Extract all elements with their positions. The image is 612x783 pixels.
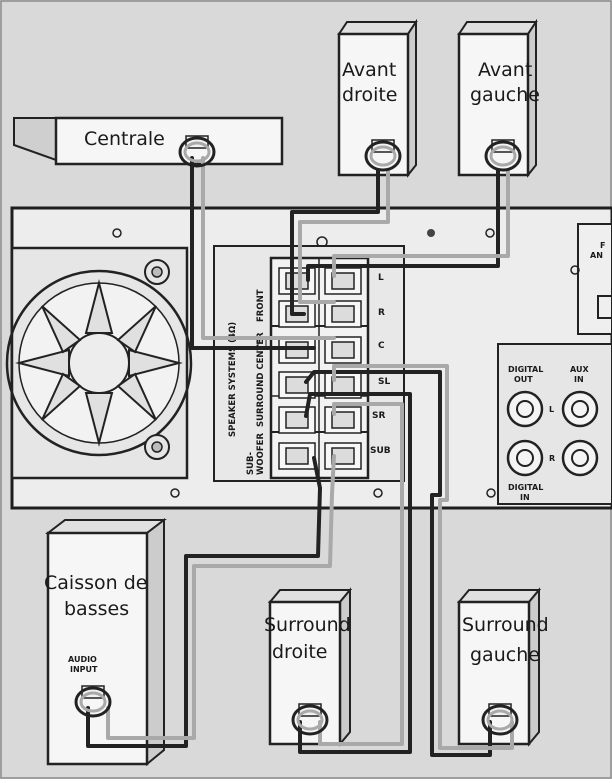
audio-input-label-1: AUDIO	[68, 655, 97, 664]
cable-front-left-dark	[306, 168, 500, 282]
digital-out-label-2: OUT	[514, 375, 533, 384]
front-right-label-2: droite	[342, 84, 398, 106]
terminal-clip	[278, 406, 316, 434]
surround-left-label-2: gauche	[470, 644, 540, 666]
digital-in-label-2: IN	[520, 493, 530, 502]
terminal-clip	[324, 300, 362, 328]
cable-subwoofer-dark	[86, 456, 322, 748]
cable-plug	[291, 703, 329, 736]
cable-center-light	[201, 156, 336, 340]
cable-plug	[178, 135, 216, 168]
cable-plug	[74, 685, 112, 718]
terminal-r-label: R	[378, 308, 385, 318]
speaker-systems-label: SPEAKER SYSTEMS (4Ω)	[228, 322, 238, 437]
subwoofer-speaker	[45, 517, 167, 767]
terminal-sr-label: SR	[372, 411, 385, 421]
surround-right-label-1: Surround	[264, 614, 351, 636]
cable-front-right-dark	[290, 168, 380, 316]
fm-label-2: AN	[590, 251, 603, 260]
jack-l-label: L	[549, 405, 554, 414]
subwoofer-group-label-1: SUB-	[246, 451, 256, 475]
speaker-cables	[86, 156, 514, 757]
digital-in-label-1: DIGITAL	[508, 483, 543, 492]
aux-in-label-1: AUX	[570, 365, 589, 374]
terminal-c-label: C	[378, 341, 385, 351]
cooling-fan	[5, 246, 193, 480]
cable-plug	[364, 139, 402, 172]
terminal-clip	[324, 442, 362, 470]
audio-input-label-2: INPUT	[70, 665, 98, 674]
terminal-clip	[324, 406, 362, 434]
center-speaker	[13, 116, 284, 166]
front-right-label-1: Avant	[342, 59, 396, 81]
cable-plug	[481, 703, 519, 736]
front-left-label-1: Avant	[478, 59, 532, 81]
terminal-sl-label: SL	[378, 377, 390, 387]
aux-in-label-2: IN	[574, 375, 584, 384]
subwoofer-label-2: basses	[64, 598, 129, 620]
front-left-label-2: gauche	[470, 84, 540, 106]
speaker-terminal-block	[213, 245, 405, 482]
terminal-clip	[324, 336, 362, 364]
subwoofer-label-1: Caisson de	[44, 572, 147, 594]
cable-front-right-light	[298, 168, 390, 304]
cable-surround-left-light	[332, 364, 514, 750]
fm-label-1: F	[600, 241, 605, 250]
cable-plugs	[74, 135, 522, 736]
cable-plug	[484, 139, 522, 172]
terminal-clip	[278, 442, 316, 470]
terminal-sub-label: SUB	[370, 446, 391, 456]
cable-surround-right-dark	[298, 392, 412, 754]
terminal-l-label: L	[378, 273, 384, 283]
cable-subwoofer-light	[106, 454, 336, 740]
cable-center-dark	[190, 156, 316, 350]
audio-connectors	[497, 223, 612, 505]
terminal-clip	[324, 267, 362, 295]
jack-r-label: R	[549, 454, 555, 463]
surround-right-label-2: droite	[272, 641, 328, 663]
cable-front-left-light	[332, 168, 510, 278]
surround-center-group-label: SURROUND CENTER	[256, 332, 266, 427]
subwoofer-group-label-2: WOOFER	[256, 433, 266, 475]
front-group-label: FRONT	[256, 289, 266, 322]
cable-surround-right-light	[318, 402, 404, 746]
surround-left-label-1: Surround	[462, 614, 549, 636]
digital-out-label-1: DIGITAL	[508, 365, 543, 374]
center-speaker-label: Centrale	[84, 128, 165, 150]
